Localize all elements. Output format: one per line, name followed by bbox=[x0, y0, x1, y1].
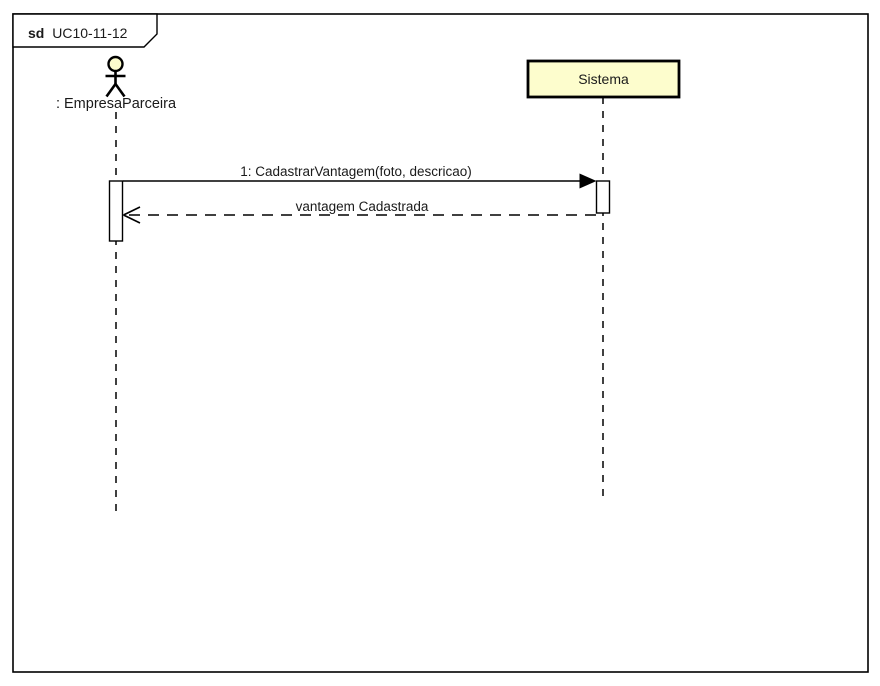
object-label-sistema: Sistema bbox=[578, 71, 629, 87]
diagram-frame-border bbox=[12, 13, 869, 673]
message-1-label: 1: CadastrarVantagem(foto, descricao) bbox=[240, 164, 472, 179]
message-2-arrowhead-upper-icon bbox=[123, 206, 141, 216]
message-2-label: vantagem Cadastrada bbox=[296, 199, 429, 214]
frame-keyword: sd bbox=[28, 25, 44, 41]
frame-label-tab bbox=[12, 13, 158, 48]
actor-left-leg-icon bbox=[105, 83, 117, 98]
message-2-arrowhead-lower-icon bbox=[123, 214, 141, 224]
actor-head-icon bbox=[107, 55, 124, 73]
actor-label: : EmpresaParceira bbox=[56, 96, 177, 112]
actor-right-leg-icon bbox=[114, 83, 126, 98]
message-1-arrowhead-icon bbox=[579, 173, 597, 189]
activation-empresa-parceira bbox=[108, 180, 124, 242]
actor-empresa-parceira bbox=[105, 55, 126, 98]
object-box-sistema bbox=[526, 59, 681, 99]
frame-label-text: sd UC10-11-12 bbox=[28, 25, 128, 41]
frame-name: UC10-11-12 bbox=[52, 25, 127, 41]
activation-sistema bbox=[595, 180, 611, 214]
